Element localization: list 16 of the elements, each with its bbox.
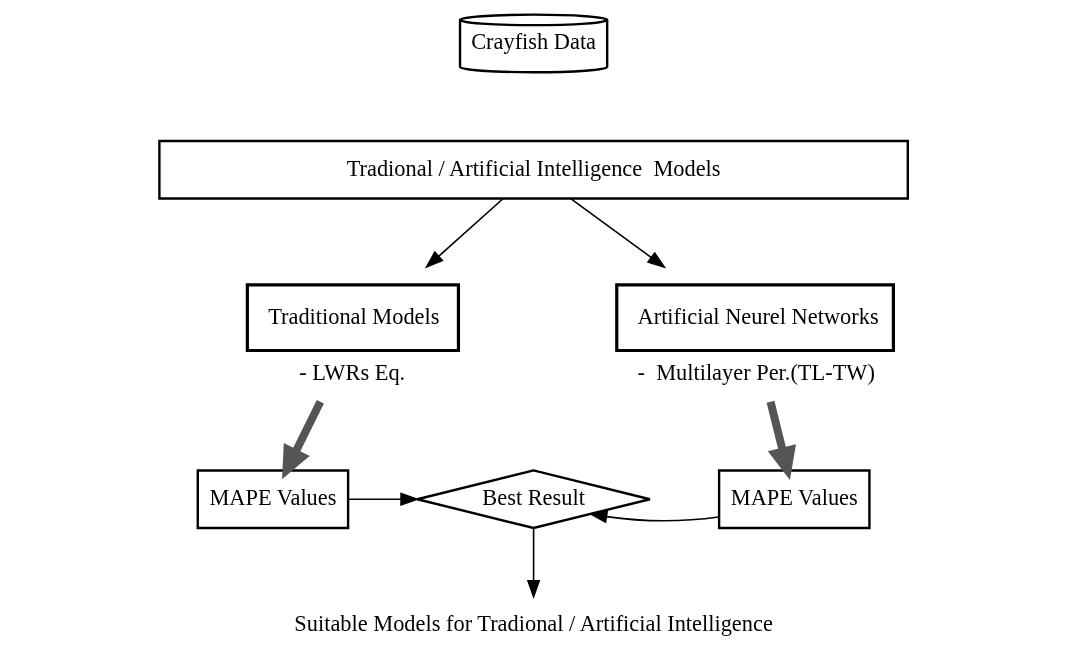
node-box: Traditional Models	[245, 283, 460, 353]
node-box: MAPE Values	[717, 469, 871, 530]
arrow	[347, 492, 419, 506]
node-label: - Multilayer Per.(TL-TW)	[637, 359, 875, 385]
arrow	[424, 198, 504, 269]
node-box: Artificial Neurel Networks	[614, 283, 895, 353]
node-label: - LWRs Eq.	[298, 359, 405, 385]
node-diamond: Best Result	[415, 469, 651, 530]
node-box: MAPE Values	[196, 469, 349, 530]
arrow	[526, 527, 540, 600]
arrow	[569, 198, 666, 269]
arrow	[587, 510, 719, 524]
arrow	[281, 400, 324, 480]
arrow	[766, 400, 796, 480]
node-box: Tradional / Artificial Intelligence Models	[157, 139, 909, 200]
node-text: Suitable Models for Tradional / Artificial Intelligence	[293, 611, 773, 637]
